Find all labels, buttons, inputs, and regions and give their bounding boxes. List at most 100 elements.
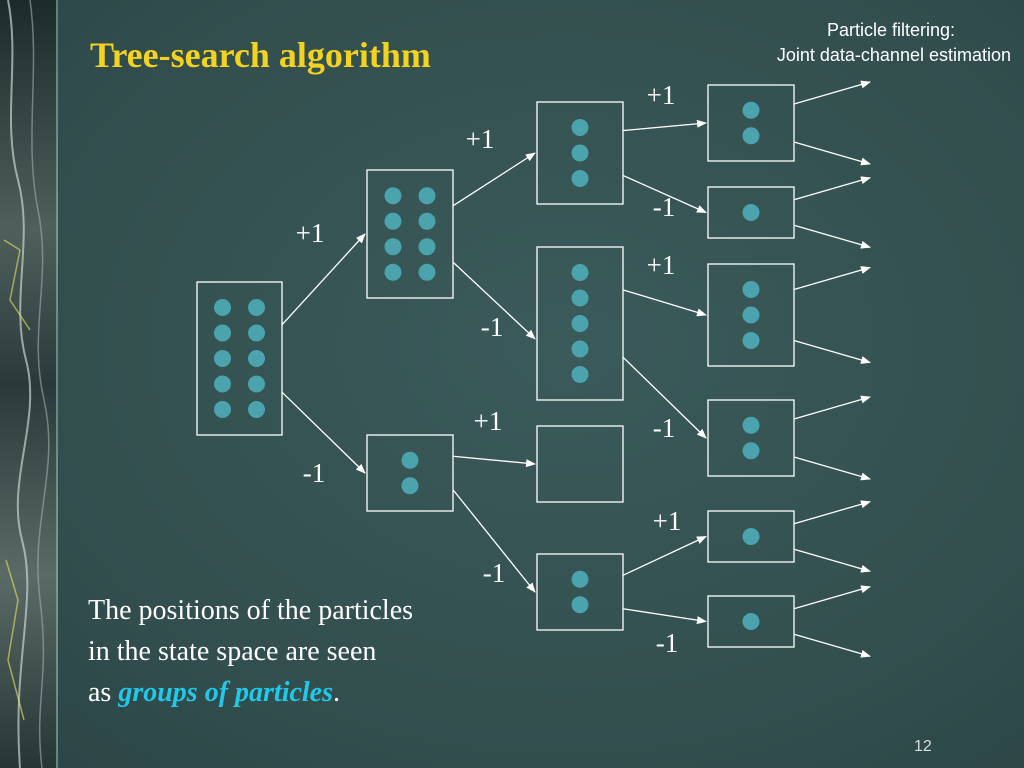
leaf-arrow xyxy=(793,80,871,105)
particle xyxy=(571,264,589,281)
edge-arrow xyxy=(452,261,536,340)
edge-label: +1 xyxy=(653,506,682,536)
particle xyxy=(742,416,760,434)
particle xyxy=(571,366,589,383)
leaf-arrow xyxy=(793,456,871,481)
caption-line-3-prefix: as xyxy=(88,677,119,708)
node-frame xyxy=(707,84,795,162)
edge-label: -1 xyxy=(653,413,676,443)
edge-label: -1 xyxy=(303,458,326,488)
node-frame xyxy=(536,246,624,401)
leaf-arrow xyxy=(793,395,871,420)
leaf-arrow xyxy=(793,585,871,610)
tree-nodes xyxy=(196,84,795,648)
particle xyxy=(248,324,265,342)
node-box-n1_minus xyxy=(366,434,454,512)
edge-arrow xyxy=(622,174,707,214)
decorative-map-strip xyxy=(0,0,58,768)
particle xyxy=(571,315,589,332)
node-frame xyxy=(196,281,283,436)
edge-arrow xyxy=(622,289,707,317)
particle xyxy=(418,238,436,256)
edge-arrow xyxy=(452,489,536,593)
edge-arrow xyxy=(452,455,536,468)
particle xyxy=(384,238,402,256)
node-box-n2_mp xyxy=(536,425,624,503)
particle xyxy=(742,442,760,460)
node-box-n3_pmp xyxy=(707,263,795,367)
particle xyxy=(214,375,231,393)
particle xyxy=(571,596,589,614)
tree-edges xyxy=(281,119,707,625)
particle xyxy=(742,204,760,221)
particle xyxy=(742,332,760,349)
node-box-n2_mm xyxy=(536,553,624,631)
leaf-arrow xyxy=(793,633,871,658)
particle xyxy=(571,144,589,162)
particle xyxy=(384,212,402,230)
particle xyxy=(742,613,760,630)
node-frame xyxy=(366,169,454,299)
particle xyxy=(401,451,419,469)
caption-line-1: The positions of the particles xyxy=(88,595,414,626)
edge-labels: +1-1+1-1+1-1+1-1+1-1+1-1 xyxy=(296,80,682,658)
particle xyxy=(742,306,760,324)
edge-label: -1 xyxy=(481,312,504,342)
node-frame xyxy=(707,263,795,367)
leaf-arrow xyxy=(793,141,871,166)
particle xyxy=(742,528,760,545)
page-number: 12 xyxy=(914,738,932,755)
particle xyxy=(384,263,402,281)
slide-title: Tree-search algorithm xyxy=(90,35,431,75)
edge-label: -1 xyxy=(653,192,676,222)
particle xyxy=(248,401,265,418)
leaf-arrows xyxy=(793,80,871,658)
leaf-arrow xyxy=(793,266,871,291)
particle xyxy=(214,299,231,316)
caption-line-3: as groups of particles. xyxy=(88,672,413,713)
particle xyxy=(742,127,760,145)
edge-label: +1 xyxy=(474,406,503,436)
particle xyxy=(214,324,231,342)
edge-label: -1 xyxy=(656,628,679,658)
subtitle-line-2: Joint data-channel estimation xyxy=(776,45,1011,65)
node-frame xyxy=(536,425,624,503)
edge-arrow xyxy=(622,356,707,439)
edge-arrow xyxy=(452,152,536,207)
edge-label: +1 xyxy=(647,80,676,110)
particle xyxy=(418,212,436,230)
particle xyxy=(384,187,402,205)
node-box-n2_pp xyxy=(536,101,624,205)
caption: The positions of the particles in the st… xyxy=(88,590,413,713)
leaf-arrow xyxy=(793,339,871,364)
node-frame xyxy=(707,399,795,477)
caption-line-2: in the state space are seen xyxy=(88,636,377,667)
node-frame xyxy=(707,510,795,563)
edge-label: +1 xyxy=(647,250,676,280)
particle xyxy=(401,477,419,495)
node-box-root xyxy=(196,281,283,436)
particle xyxy=(248,375,265,393)
particle xyxy=(571,119,589,136)
node-box-n3_mmm xyxy=(707,595,795,648)
node-box-n1_plus xyxy=(366,169,454,299)
edge-label: +1 xyxy=(296,218,325,248)
particle xyxy=(571,289,589,307)
node-box-n2_pm xyxy=(536,246,624,401)
edge-arrow xyxy=(622,535,707,576)
caption-emphasis: groups of particles xyxy=(118,677,334,708)
particle xyxy=(214,401,231,418)
edge-label: -1 xyxy=(483,558,506,588)
node-frame xyxy=(366,434,454,512)
leaf-arrow xyxy=(793,176,871,201)
node-box-n3_mmp xyxy=(707,510,795,563)
leaf-arrow xyxy=(793,548,871,573)
particle xyxy=(742,281,760,298)
node-box-n3_pmm xyxy=(707,399,795,477)
node-frame xyxy=(536,101,624,205)
node-box-n3_ppp xyxy=(707,84,795,162)
edge-arrow xyxy=(622,119,707,132)
particle xyxy=(214,350,231,367)
